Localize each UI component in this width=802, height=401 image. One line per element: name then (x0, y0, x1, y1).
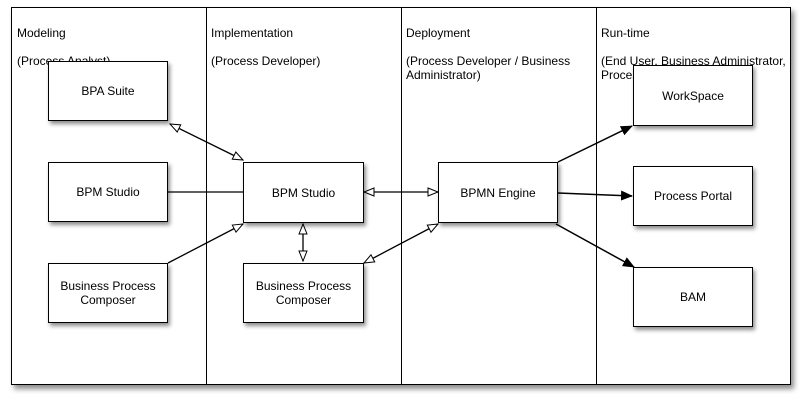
node-bpa-suite: BPA Suite (48, 61, 168, 121)
lane-name: Modeling (17, 26, 66, 40)
node-label: Business Process Composer (255, 279, 352, 307)
node-bpm-studio-implementation: BPM Studio (243, 162, 364, 223)
connector-engine-to-workspace (557, 125, 633, 163)
connector-bpc-to-bpm-studio (167, 224, 243, 264)
lane-title-implementation: Implementation (Process Developer) (211, 12, 320, 82)
node-label: BPM Studio (271, 185, 336, 200)
node-business-process-composer-implementation: Business Process Composer (243, 263, 364, 323)
lane-name: Run-time (601, 26, 650, 40)
node-label: Process Portal (653, 189, 733, 203)
lane-role: (Process Developer / Business Administra… (406, 54, 571, 82)
node-bpm-studio-modeling: BPM Studio (48, 162, 168, 222)
node-bam: BAM (633, 267, 753, 327)
node-business-process-composer-modeling: Business Process Composer (48, 263, 168, 323)
lane-title-deployment: Deployment (Process Developer / Business… (406, 12, 570, 96)
lane-name: Implementation (211, 26, 294, 40)
node-label: BPA Suite (81, 84, 135, 98)
node-bpmn-engine: BPMN Engine (438, 162, 558, 223)
connector-engine-to-bam (555, 223, 635, 268)
node-label: WorkSpace (662, 88, 724, 103)
node-workspace: WorkSpace (633, 65, 753, 126)
node-label: BPMN Engine (460, 185, 536, 200)
node-process-portal: Process Portal (633, 166, 753, 226)
connector-bpc-to-engine (364, 224, 438, 263)
node-label: Business Process Composer (60, 279, 156, 307)
node-label: BAM (679, 290, 706, 304)
lane-role: (Process Developer) (211, 54, 321, 68)
node-label: BPM Studio (76, 185, 140, 199)
lane-name: Deployment (406, 26, 471, 40)
connector-engine-to-portal (557, 190, 633, 201)
connector-bpa-to-bpm-studio (170, 124, 243, 160)
